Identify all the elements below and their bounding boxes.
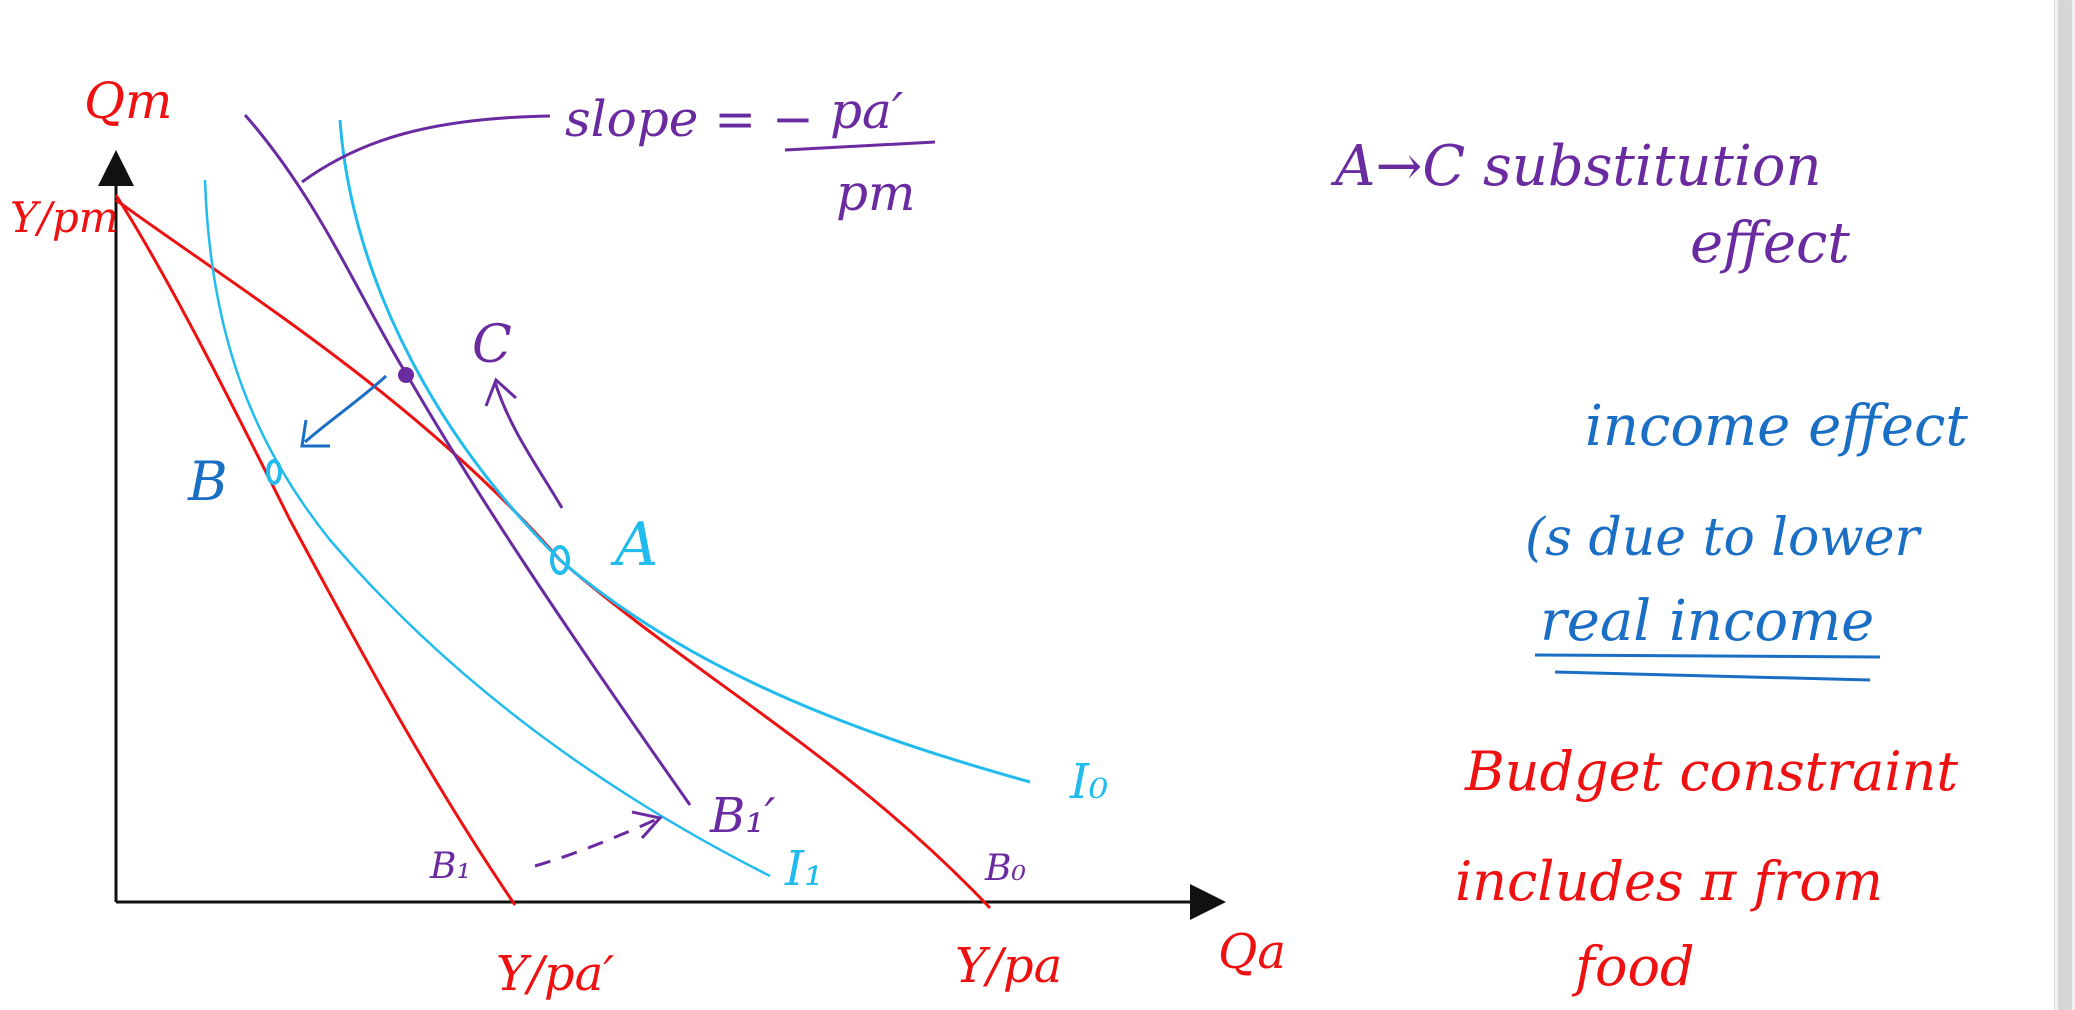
curve-label-b0: B₀ <box>984 848 1026 889</box>
income-arrow <box>304 374 388 444</box>
curve-label-b1-prime: B₁′ <box>709 788 776 844</box>
income-underline-2 <box>1554 670 1871 682</box>
budget-line-b1 <box>114 194 517 906</box>
vertical-scrollbar[interactable] <box>2054 0 2075 1010</box>
curve-label-i0: I₀ <box>1069 754 1108 810</box>
slope-denominator: pm <box>836 164 915 222</box>
slope-label: slope = − <box>565 90 814 148</box>
x-intercept-new-label: Y/pa′ <box>496 946 614 1002</box>
substitution-arrow <box>493 381 564 509</box>
point-b-marker <box>266 459 282 485</box>
income-arrowhead <box>300 419 330 448</box>
substitution-note-line2: effect <box>1690 211 1850 276</box>
scrollbar-thumb[interactable] <box>2058 0 2072 1010</box>
x-axis-label: Qa <box>1218 924 1286 980</box>
curve-label-b1: B₁ <box>429 846 471 887</box>
point-a-label: A <box>610 510 658 580</box>
substitution-arrowhead <box>484 377 518 407</box>
x-intercept-old-label: Y/pa <box>955 938 1062 994</box>
y-intercept-label: Y/pm <box>10 193 119 242</box>
slope-fraction-bar <box>784 140 936 152</box>
indifference-curve-i1 <box>203 179 771 878</box>
indifference-curve-i0 <box>338 119 1031 784</box>
slope-numerator: pa′ <box>830 82 904 140</box>
income-note-line1: income effect <box>1585 394 1968 459</box>
substitution-note-line1: A→C substitution <box>1330 134 1822 199</box>
y-axis-label: Qm <box>84 72 172 130</box>
budget-line-b1-prime <box>243 114 692 806</box>
income-note-line3: real income <box>1540 589 1874 654</box>
point-a-marker <box>550 545 570 575</box>
point-b-label: B <box>187 450 228 513</box>
income-underline-1 <box>1534 653 1881 659</box>
shift-dashed-arrow <box>534 818 656 868</box>
shift-arrowhead <box>631 810 663 840</box>
budget-note-line3: food <box>1571 935 1695 998</box>
income-note-line2: (s due to lower <box>1525 508 1923 568</box>
point-c-label: C <box>472 315 512 375</box>
slope-connector-line <box>301 114 551 184</box>
budget-note-line2: includes π from <box>1455 850 1883 913</box>
point-c-marker <box>398 367 414 383</box>
curve-label-i1: I₁ <box>784 841 823 897</box>
budget-note-line1: Budget constraint <box>1464 740 1958 803</box>
